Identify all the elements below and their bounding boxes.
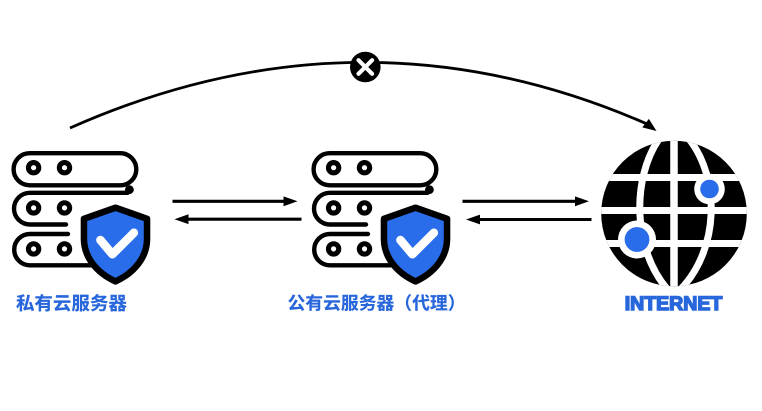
- svg-text:INTERNET: INTERNET: [625, 293, 723, 315]
